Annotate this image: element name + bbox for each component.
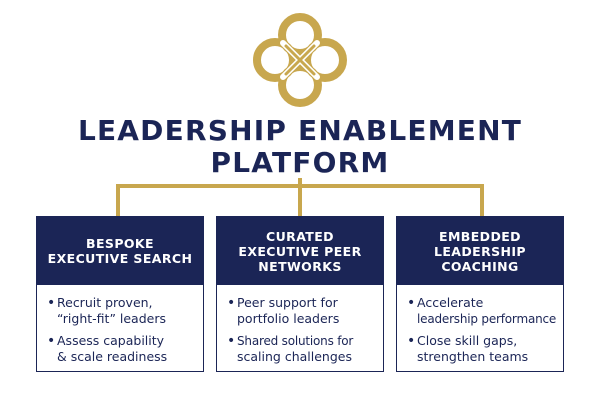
bullet-item: • Recruit proven, “right-fit” leaders (47, 295, 195, 327)
bullet-item: • Shared solutions for scaling challenge… (227, 333, 375, 365)
bullet-line: Assess capability (57, 333, 165, 348)
executive-search-card-header: BESPOKE EXECUTIVE SEARCH (37, 217, 203, 285)
platform-title-line-2: PLATFORM (210, 146, 390, 179)
connector-right-drop (480, 184, 484, 218)
bullet-item: • Close skill gaps, strengthen teams (407, 333, 555, 365)
bullet-dot-icon: • (227, 333, 236, 349)
card-header-line: EXECUTIVE SEARCH (47, 251, 193, 266)
card-header-line: EMBEDDED (439, 228, 521, 244)
bullet-line: leadership performance (417, 312, 557, 326)
leadership-coaching-card-body: • Accelerate leadership performance • Cl… (397, 285, 563, 365)
bullet-line: Accelerate (417, 295, 484, 310)
peer-networks-card-header: CURATED EXECUTIVE PEER NETWORKS (217, 217, 383, 285)
card-header-line: CURATED (266, 228, 334, 244)
peer-networks-card: CURATED EXECUTIVE PEER NETWORKS • Peer s… (216, 216, 384, 372)
card-header-line: EXECUTIVE PEER (238, 243, 362, 259)
leadership-coaching-card-header: EMBEDDED LEADERSHIP COACHING (397, 217, 563, 285)
interlocking-loops-logo-icon (252, 12, 348, 108)
connector-middle-drop (298, 184, 302, 218)
bullet-dot-icon: • (47, 295, 56, 311)
leadership-coaching-card: EMBEDDED LEADERSHIP COACHING • Accelerat… (396, 216, 564, 372)
bullet-line: scaling challenges (237, 349, 352, 364)
bullet-line: Shared solutions for (237, 334, 354, 348)
bullet-item: • Accelerate leadership performance (407, 295, 557, 327)
peer-networks-card-body: • Peer support for portfolio leaders • S… (217, 285, 383, 365)
bullet-line: Close skill gaps, (417, 333, 518, 348)
connector-left-drop (116, 184, 120, 218)
bullet-line: portfolio leaders (237, 311, 340, 326)
connector-center-stem (298, 178, 302, 188)
bullet-dot-icon: • (227, 295, 236, 311)
bullet-dot-icon: • (47, 333, 56, 349)
card-header-line: BESPOKE (86, 236, 154, 251)
bullet-line: Recruit proven, (57, 295, 153, 310)
bullet-item: • Peer support for portfolio leaders (227, 295, 375, 327)
bullet-line: Peer support for (237, 295, 338, 310)
bullet-line: “right-fit” leaders (57, 311, 166, 326)
card-header-line: LEADERSHIP (434, 243, 526, 259)
bullet-line: strengthen teams (417, 349, 529, 364)
bullet-dot-icon: • (407, 295, 416, 311)
bullet-dot-icon: • (407, 333, 416, 349)
bullet-line: & scale readiness (57, 349, 168, 364)
platform-title-line-1: LEADERSHIP ENABLEMENT (77, 114, 523, 147)
card-header-line: NETWORKS (258, 258, 342, 274)
card-header-line: COACHING (441, 258, 519, 274)
bullet-item: • Assess capability & scale readiness (47, 333, 195, 365)
executive-search-card: BESPOKE EXECUTIVE SEARCH • Recruit prove… (36, 216, 204, 372)
executive-search-card-body: • Recruit proven, “right-fit” leaders • … (37, 285, 203, 365)
